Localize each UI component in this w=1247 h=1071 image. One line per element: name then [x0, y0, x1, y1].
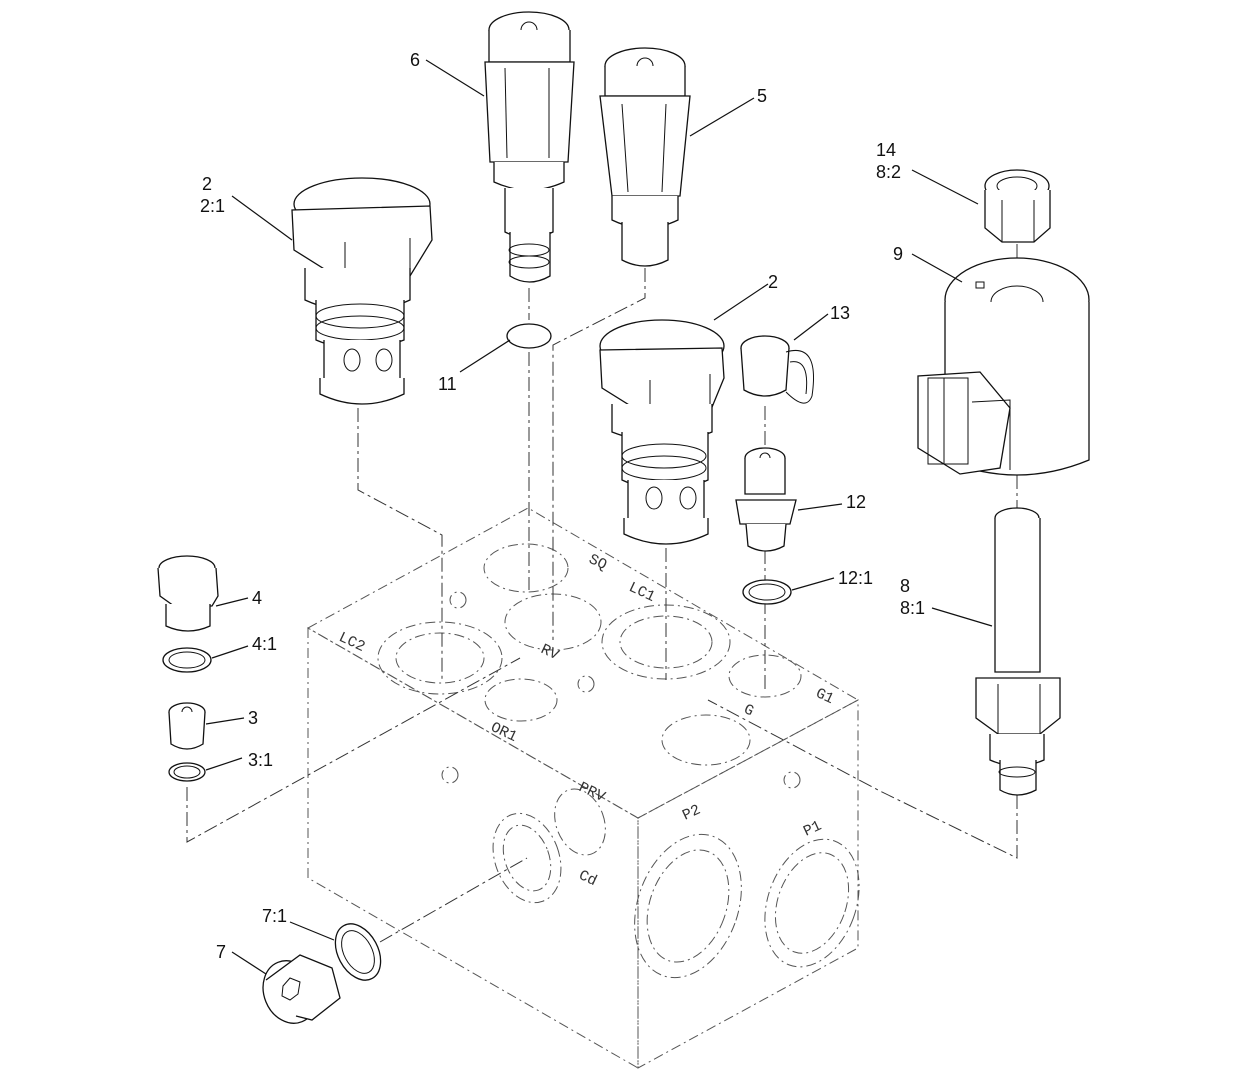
solenoid-stem-icon [975, 507, 1061, 796]
callout-2-left: 2 [202, 174, 212, 194]
port-label-cd: Cd [576, 867, 600, 890]
manifold-block-icon [306, 507, 860, 1069]
port-label-or1: OR1 [488, 719, 520, 746]
port-label-g1: G1 [813, 685, 837, 708]
callout-2-right: 2 [768, 272, 778, 292]
callout-13: 13 [830, 303, 850, 323]
port-label-sq: SQ [586, 551, 610, 574]
callout-12: 12 [846, 492, 866, 512]
solenoid-coil-icon [917, 257, 1090, 476]
port-label-p2: P2 [680, 802, 704, 825]
callout-6: 6 [410, 50, 420, 70]
port-label-p1: P1 [801, 818, 825, 841]
callout-8: 8 [900, 576, 910, 596]
callout-11: 11 [438, 374, 457, 394]
o-ring-icon [334, 923, 382, 981]
callout-12-1: 12:1 [838, 568, 873, 588]
callout-9: 9 [893, 244, 903, 264]
o-ring-icon [168, 762, 206, 782]
cartridge-valve-icon [599, 47, 691, 267]
cartridge-valve-icon [484, 11, 575, 283]
callout-2-1: 2:1 [200, 196, 225, 216]
callout-leaders [205, 59, 993, 975]
callout-7-1: 7:1 [262, 906, 287, 926]
callout-5: 5 [757, 86, 767, 106]
callout-3: 3 [248, 708, 258, 728]
callout-8-2: 8:2 [876, 162, 901, 182]
o-ring-icon [742, 579, 792, 605]
callout-14: 14 [876, 140, 896, 160]
dust-cap-icon [740, 335, 814, 404]
port-label-rv: RV [538, 641, 562, 664]
test-port-fitting-icon [735, 447, 797, 552]
callout-4-1: 4:1 [252, 634, 277, 654]
callout-8-1: 8:1 [900, 598, 925, 618]
cartridge-valve-icon [291, 177, 433, 405]
assembly-centerlines [186, 244, 1018, 943]
plug-icon [157, 555, 219, 632]
nut-icon [984, 169, 1051, 243]
port-label-prv: PRV [576, 779, 608, 806]
orifice-plug-icon [168, 702, 206, 750]
callout-labels: 2 2:1 6 5 14 8:2 9 2 13 11 12 12:1 4 4:1… [200, 50, 925, 962]
callout-4: 4 [252, 588, 262, 608]
port-label-lc2: LC2 [336, 629, 368, 656]
seal-disc-icon [506, 323, 552, 349]
callout-7: 7 [216, 942, 226, 962]
hex-socket-plug-icon [262, 954, 341, 1024]
port-label-lc1: LC1 [626, 579, 658, 606]
callout-3-1: 3:1 [248, 750, 273, 770]
cartridge-valve-icon [599, 319, 725, 545]
port-label-g: G [741, 701, 756, 720]
o-ring-icon [162, 647, 212, 673]
